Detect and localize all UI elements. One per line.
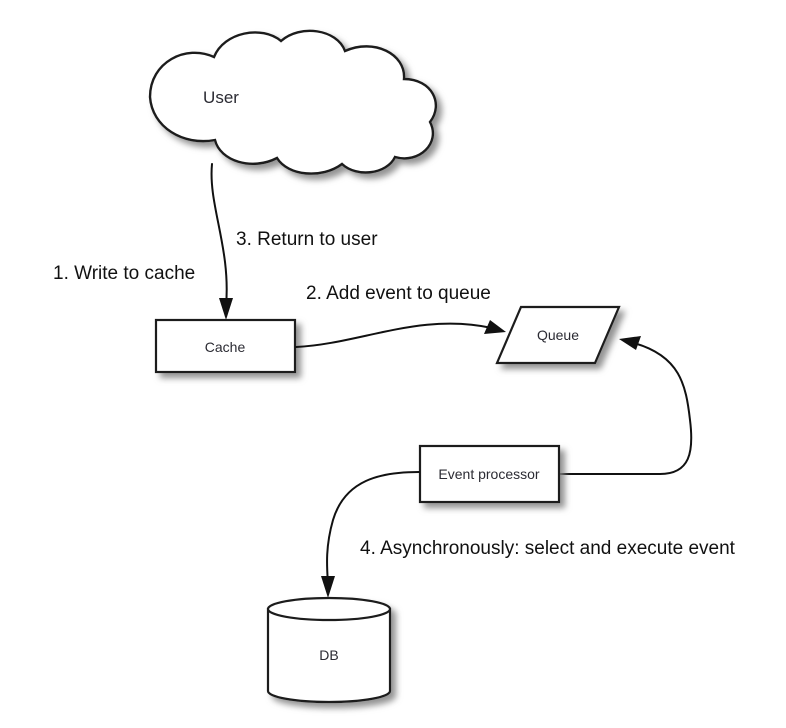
edge-processor-to-queue-arrowhead <box>619 336 641 350</box>
event-processor-shape <box>418 444 561 504</box>
node-user[interactable]: User <box>148 29 437 175</box>
edge-processor-to-db <box>321 471 420 598</box>
node-user-label: User <box>203 88 239 107</box>
node-db[interactable]: DB <box>266 596 392 704</box>
edge-user-to-cache-line <box>210 163 228 307</box>
edge-cache-to-queue-line <box>295 322 493 348</box>
edge-cache-to-queue-arrowhead <box>484 320 506 334</box>
node-cache-label: Cache <box>205 339 246 355</box>
node-event-processor-label: Event processor <box>438 466 539 482</box>
edge-label-step1: 1. Write to cache <box>53 263 195 284</box>
edge-processor-to-db-line <box>326 471 420 585</box>
cache-shape <box>154 318 297 374</box>
edge-user-to-cache <box>210 163 233 320</box>
edge-user-to-cache-arrowhead <box>219 298 233 320</box>
node-event-processor[interactable]: Event processor <box>418 444 561 504</box>
node-queue-label: Queue <box>537 327 579 343</box>
node-queue[interactable]: Queue <box>495 305 621 365</box>
node-cache[interactable]: Cache <box>154 318 297 374</box>
db-body-shape <box>266 607 392 704</box>
cloud-shape <box>148 29 437 175</box>
edge-processor-to-queue <box>559 336 693 475</box>
edge-processor-to-queue-line <box>559 342 693 475</box>
edge-label-step3: 3. Return to user <box>236 229 378 250</box>
edge-label-step4: 4. Asynchronously: select and execute ev… <box>360 538 736 559</box>
edge-processor-to-db-arrowhead <box>321 576 335 598</box>
queue-shape <box>495 305 621 365</box>
edge-cache-to-queue <box>295 320 506 348</box>
edge-label-step2: 2. Add event to queue <box>306 283 491 304</box>
db-top-ellipse <box>266 596 392 622</box>
node-db-label: DB <box>319 647 338 663</box>
